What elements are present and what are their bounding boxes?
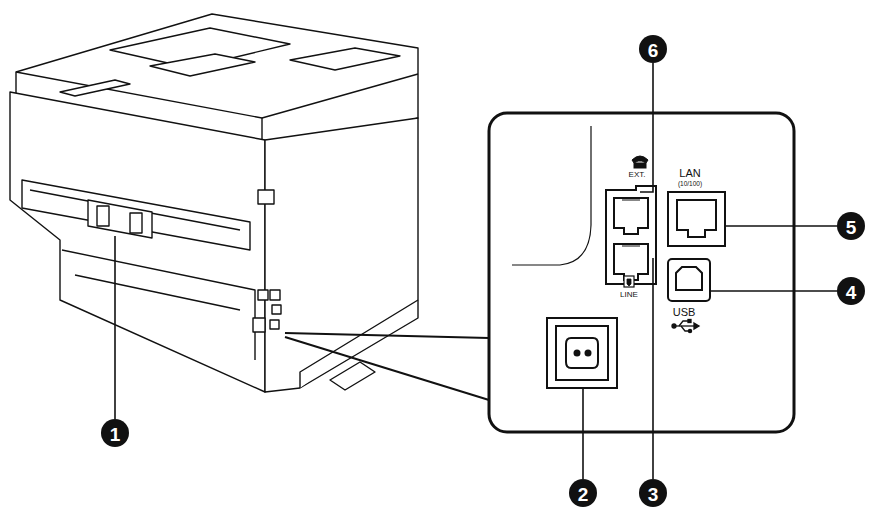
leader-lines (115, 63, 837, 479)
power-inlet (547, 318, 617, 388)
callout-number: 3 (648, 485, 659, 504)
callout-number: 6 (648, 41, 659, 60)
port-label: LINE (620, 291, 638, 299)
lan-port (668, 192, 725, 246)
callout-discs (101, 35, 865, 507)
port-label: LAN (679, 168, 700, 179)
port-label: USB (673, 307, 696, 318)
callout-number: 5 (846, 218, 857, 237)
callout-number: 1 (110, 425, 121, 444)
usb-port (668, 259, 710, 301)
callout-number: 2 (578, 485, 589, 504)
port-speed-label: (10/100) (678, 181, 702, 188)
inset-panel (489, 113, 794, 432)
housing-edge (512, 126, 591, 265)
callout-number: 4 (846, 283, 857, 302)
port-label: EXT. (629, 171, 646, 179)
zoom-lines (285, 333, 489, 400)
phone-jacks (606, 186, 656, 284)
